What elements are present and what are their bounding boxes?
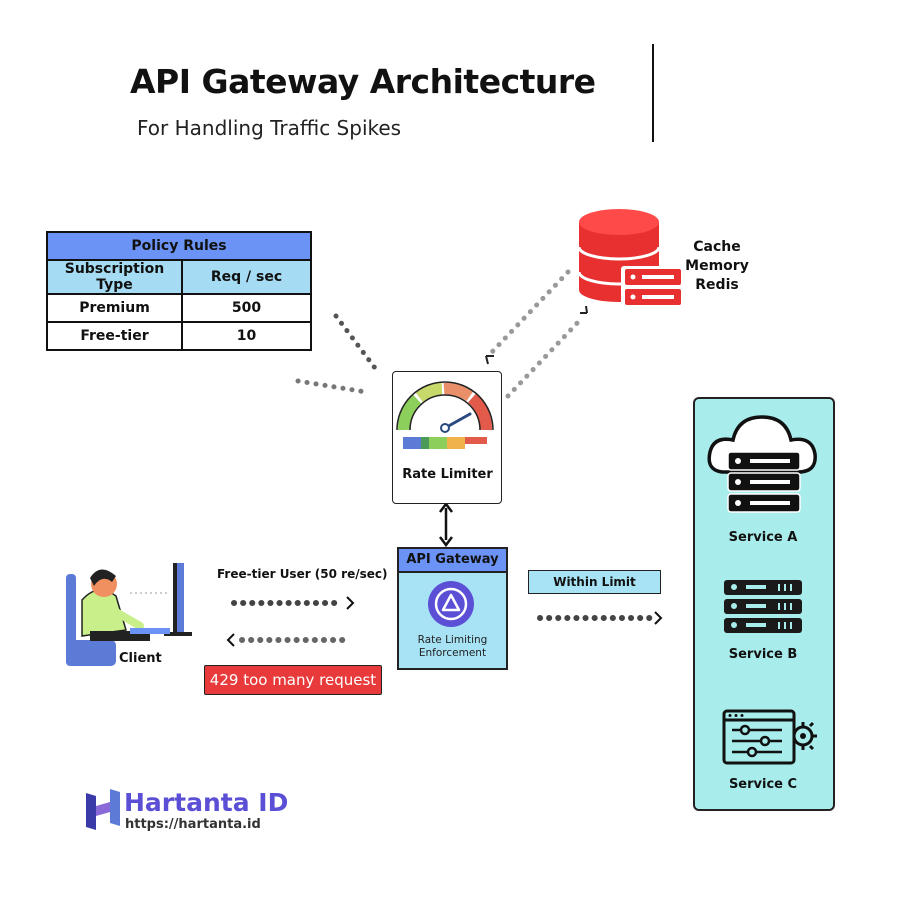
api-gateway-title: API Gateway xyxy=(399,549,506,573)
cache-label-line1: Cache Memory xyxy=(685,239,749,274)
policy-connector-dots xyxy=(295,313,381,395)
gateway-caption-line1: Rate Limiting xyxy=(417,634,488,646)
cache-connector-dots xyxy=(485,269,588,399)
service-b-label: Service B xyxy=(728,647,798,662)
hartanta-logo-icon xyxy=(86,789,120,830)
title-divider xyxy=(652,44,654,142)
cache-label: Cache Memory Redis xyxy=(662,238,772,295)
diagram-subtitle: For Handling Traffic Spikes xyxy=(137,116,402,140)
brand-url: https://hartanta.id xyxy=(125,817,261,832)
speedometer-icon xyxy=(396,381,494,449)
brand-name: Hartanta ID xyxy=(124,788,289,817)
table-cell-rate: 10 xyxy=(181,321,312,351)
settings-window-icon xyxy=(722,709,817,765)
cache-label-line2: Redis xyxy=(695,277,739,293)
table-row: Premium 500 xyxy=(46,293,312,323)
request-arrow-dots xyxy=(231,596,355,610)
column-header-subscription-type: Subscription Type xyxy=(46,259,183,295)
api-gateway-caption: Rate Limiting Enforcement xyxy=(399,634,506,660)
database-icon xyxy=(577,209,683,308)
table-cell-rate: 500 xyxy=(181,293,312,323)
cloud-server-icon xyxy=(707,415,817,513)
error-429-badge: 429 too many request xyxy=(204,665,382,695)
policy-rules-table: Policy Rules Subscription Type Req / sec… xyxy=(46,231,312,351)
gateway-delta-icon xyxy=(428,581,474,627)
within-limit-badge: Within Limit xyxy=(528,570,661,594)
table-cell-subscription: Free-tier xyxy=(46,321,183,351)
column-header-req-per-sec: Req / sec xyxy=(181,259,312,295)
gateway-caption-line2: Enforcement xyxy=(418,647,487,659)
bidirectional-arrow-icon xyxy=(439,501,453,548)
forward-arrow-dots xyxy=(537,611,663,625)
server-rack-icon xyxy=(724,580,802,633)
service-icons xyxy=(707,415,817,765)
table-cell-subscription: Premium xyxy=(46,293,183,323)
client-label: Client xyxy=(119,651,162,666)
service-c-label: Service C xyxy=(728,777,798,792)
request-label: Free-tier User (50 re/sec) xyxy=(217,567,388,581)
service-a-label: Service A xyxy=(728,530,798,545)
client-person-illustration xyxy=(66,563,192,666)
table-row: Free-tier 10 xyxy=(46,321,312,351)
diagram-title: API Gateway Architecture xyxy=(130,62,596,101)
rate-limiter-label: Rate Limiter xyxy=(402,467,493,482)
policy-table-title: Policy Rules xyxy=(46,231,312,261)
response-arrow-dots xyxy=(226,633,353,647)
